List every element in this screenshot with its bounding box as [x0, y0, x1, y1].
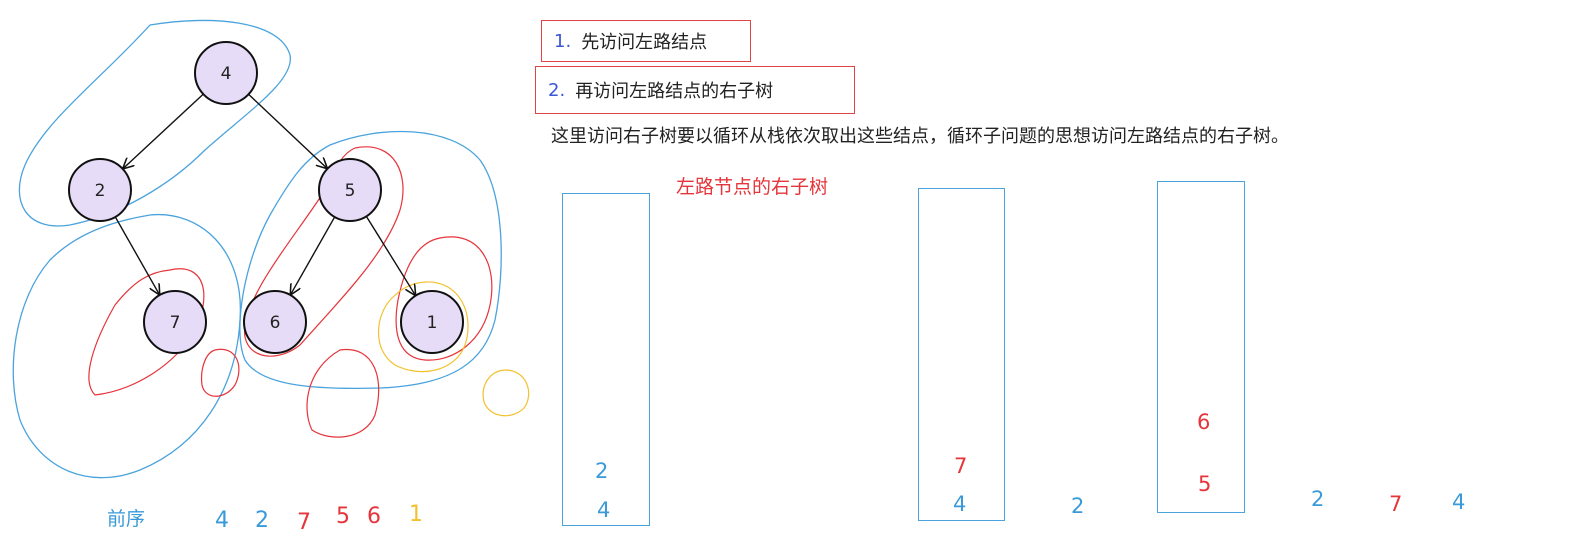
yellow-loop-1 [377, 281, 469, 373]
red-loop-7 [88, 268, 205, 396]
step-2-box: 2. 再访问左路结点的右子树 [535, 66, 855, 114]
preorder-item: 2 [255, 508, 269, 533]
tree-node-6: 6 [243, 290, 307, 354]
yellow-loop-small [482, 369, 530, 417]
tree-edge [291, 216, 336, 294]
tree-node-label: 6 [270, 313, 281, 333]
step-1-text: 先访问左路结点 [581, 32, 708, 53]
tree-edges [114, 93, 415, 295]
stack-item: 7 [954, 454, 968, 478]
tree-node-5: 5 [318, 158, 382, 222]
tree-node-label: 2 [95, 181, 106, 201]
step-1-box: 1. 先访问左路结点 [541, 20, 751, 62]
stack-box [918, 188, 1005, 521]
tree-node-2: 2 [68, 158, 132, 222]
tree-edge [248, 93, 327, 168]
red-loop-bottom [306, 348, 380, 438]
tree-node-1: 1 [400, 290, 464, 354]
tree-node-label: 5 [345, 181, 356, 201]
preorder-item: 4 [215, 508, 229, 533]
stack-item: 2 [595, 459, 609, 483]
tree-node-label: 1 [427, 313, 438, 333]
red-loop-7b [200, 348, 240, 397]
stack-item: 5 [1198, 472, 1212, 496]
tree-node-label: 4 [221, 64, 232, 84]
tree-node-circle [243, 290, 307, 354]
tree-node-circle [194, 41, 258, 105]
tree-node-4: 4 [194, 41, 258, 105]
tree-node-label: 7 [170, 313, 181, 333]
popped-item: 2 [1311, 487, 1325, 511]
stack-title: 左路节点的右子树 [676, 176, 829, 198]
popped-item: 2 [1071, 494, 1085, 518]
step-1-number: 1. [554, 30, 572, 52]
preorder-item: 1 [409, 502, 423, 527]
popped-item: 4 [1452, 490, 1466, 514]
stack-item: 6 [1197, 410, 1211, 434]
stack-box [562, 193, 650, 526]
tree-node-circle [143, 290, 207, 354]
step-2-number: 2. [548, 79, 566, 101]
stack-box [1157, 181, 1245, 513]
stack-item: 4 [597, 498, 611, 522]
tree-nodes: 4 2 5 7 6 1 [68, 41, 464, 354]
preorder-label: 前序 [107, 508, 146, 530]
tree-node-circle [318, 158, 382, 222]
blue-loop-right [239, 130, 502, 390]
tree-node-circle [400, 290, 464, 354]
tree-edge [123, 93, 204, 168]
blue-loop-left-path [18, 19, 291, 227]
popped-item: 7 [1389, 492, 1403, 516]
blue-loop-left-lower [12, 213, 241, 479]
preorder-item: 6 [367, 504, 381, 529]
tree-edge [114, 216, 159, 294]
description-text: 这里访问右子树要以循环从栈依次取出这些结点，循环子问题的思想访问左路结点的右子树… [551, 126, 1289, 147]
stack-item: 4 [953, 492, 967, 516]
tree-node-7: 7 [143, 290, 207, 354]
step-2-text: 再访问左路结点的右子树 [575, 81, 774, 102]
tree-edge [365, 215, 415, 294]
preorder-item: 7 [297, 510, 311, 535]
tree-node-circle [68, 158, 132, 222]
preorder-item: 5 [336, 504, 350, 529]
tree-diagram: 4 2 5 7 6 1 [12, 19, 530, 479]
red-loop-1 [395, 236, 493, 361]
